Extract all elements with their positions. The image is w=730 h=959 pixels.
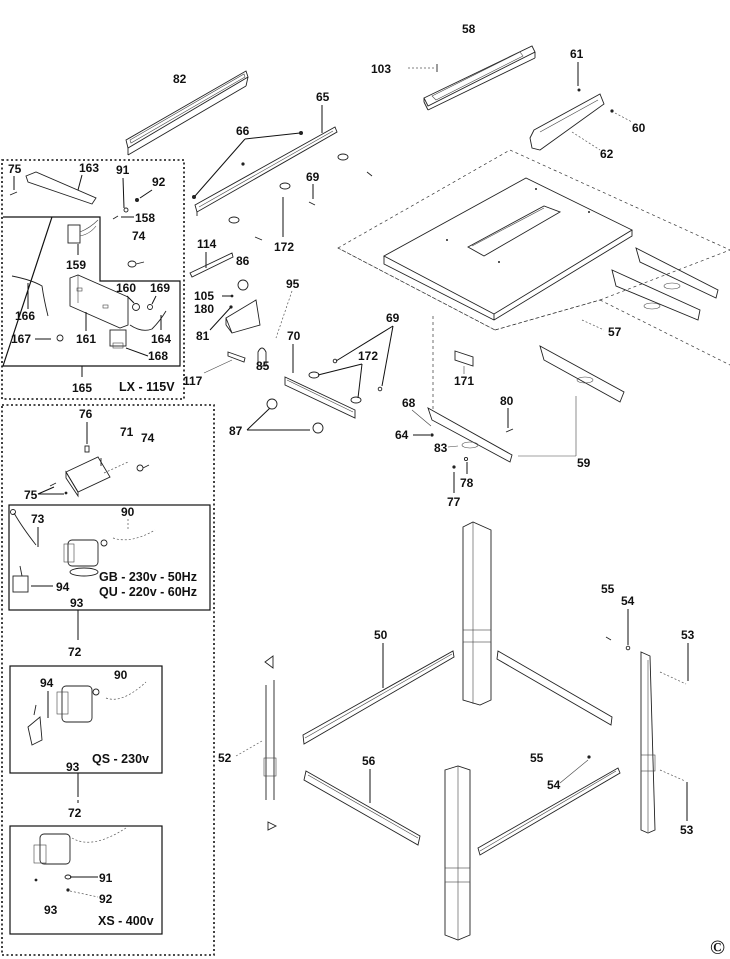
label-169: 169 — [150, 281, 170, 295]
part-52-leg — [263, 655, 278, 831]
label-94-gb: 94 — [56, 580, 70, 594]
part-70-rear-rail — [284, 376, 356, 419]
label-75-switch: 75 — [8, 162, 22, 176]
label-95: 95 — [286, 277, 300, 291]
label-86: 86 — [236, 254, 250, 268]
label-56: 56 — [362, 754, 376, 768]
label-78: 78 — [460, 476, 474, 490]
part-59-support — [427, 345, 625, 463]
label-87: 87 — [229, 424, 243, 438]
label-54b: 54 — [547, 778, 561, 792]
label-52: 52 — [218, 751, 232, 765]
label-66: 66 — [236, 124, 250, 138]
label-77: 77 — [447, 495, 461, 509]
label-161: 161 — [76, 332, 96, 346]
label-58: 58 — [462, 22, 476, 36]
label-159: 159 — [66, 258, 86, 272]
label-74-switch: 74 — [132, 229, 146, 243]
label-82: 82 — [173, 72, 187, 86]
label-92-switch: 92 — [152, 175, 166, 189]
label-90: 90 — [121, 505, 135, 519]
label-70: 70 — [287, 329, 301, 343]
label-73: 73 — [31, 512, 45, 526]
label-71: 71 — [120, 425, 134, 439]
label-55a: 55 — [601, 582, 615, 596]
part-85-knob — [257, 347, 267, 367]
label-64: 64 — [395, 428, 409, 442]
label-90-qs: 90 — [114, 668, 128, 682]
part-58-rip-fence — [423, 45, 536, 111]
label-60: 60 — [632, 121, 646, 135]
label-74-motor: 74 — [141, 431, 155, 445]
label-62: 62 — [600, 147, 614, 161]
label-167: 167 — [11, 332, 31, 346]
label-72-b: 72 — [68, 806, 82, 820]
part-side-brackets-right — [611, 247, 719, 321]
label-59: 59 — [577, 456, 591, 470]
variant-note-gb: GB - 230v - 50Hz — [99, 570, 197, 584]
label-69a: 69 — [306, 170, 320, 184]
label-168: 168 — [148, 349, 168, 363]
part-front-rail — [477, 767, 621, 856]
label-76: 76 — [79, 407, 93, 421]
part-stand-leg-front — [444, 765, 471, 941]
label-91-switch: 91 — [116, 163, 130, 177]
label-166: 166 — [15, 309, 35, 323]
label-93-gb: 93 — [70, 596, 84, 610]
label-163: 163 — [79, 161, 99, 175]
label-94-qs: 94 — [40, 676, 54, 690]
label-158: 158 — [135, 211, 155, 225]
label-160: 160 — [116, 281, 136, 295]
copyright-mark: © — [710, 937, 725, 959]
variant-note-qu: QU - 220v - 60Hz — [99, 585, 197, 599]
label-81: 81 — [196, 329, 210, 343]
label-172a: 172 — [274, 240, 294, 254]
label-93-xs: 93 — [44, 903, 58, 917]
label-117: 117 — [183, 374, 203, 388]
variant-note-xs: XS - 400v — [98, 914, 154, 928]
switch-kit-group: 75 163 91 92 158 74 159 166 161 16 — [1, 159, 185, 400]
label-57: 57 — [608, 325, 622, 339]
label-61: 61 — [570, 47, 584, 61]
label-91-xs: 91 — [99, 871, 113, 885]
part-65-front-rail — [194, 126, 338, 216]
part-82-fence-rail — [125, 70, 249, 156]
label-92-xs: 92 — [99, 892, 113, 906]
label-80: 80 — [500, 394, 514, 408]
variant-note-qs: QS - 230v — [92, 752, 149, 766]
label-85: 85 — [256, 359, 270, 373]
part-stand-leg-back — [462, 521, 492, 706]
label-103: 103 — [371, 62, 391, 76]
part-57-table-top — [337, 149, 730, 366]
part-stand-leg-right — [640, 651, 656, 834]
motor-qs — [56, 685, 100, 723]
label-171: 171 — [454, 374, 474, 388]
label-53a: 53 — [681, 628, 695, 642]
label-65: 65 — [316, 90, 330, 104]
label-172b: 172 — [358, 349, 378, 363]
label-105: 105 — [194, 289, 214, 303]
label-164: 164 — [151, 332, 171, 346]
motor-xs — [33, 827, 127, 865]
label-68: 68 — [402, 396, 416, 410]
part-81-bracket — [225, 299, 261, 334]
label-180: 180 — [194, 302, 214, 316]
part-56-rail — [303, 770, 421, 846]
motor-gb-qu — [63, 539, 108, 577]
label-83: 83 — [434, 441, 448, 455]
part-62-handle — [529, 93, 605, 151]
label-55b: 55 — [530, 751, 544, 765]
label-75-motor: 75 — [24, 488, 38, 502]
label-53b: 53 — [680, 823, 694, 837]
label-54a: 54 — [621, 594, 635, 608]
label-165: 165 — [72, 381, 92, 395]
variant-note-lx: LX - 115V — [119, 380, 175, 394]
label-69b: 69 — [386, 311, 400, 325]
part-50-rail — [302, 650, 455, 745]
label-50: 50 — [374, 628, 388, 642]
label-93-qs: 93 — [66, 760, 80, 774]
label-72-a: 72 — [68, 645, 82, 659]
label-114: 114 — [197, 237, 217, 251]
motor-kit-group: 76 71 74 75 90 73 90 94 — [1, 404, 215, 956]
